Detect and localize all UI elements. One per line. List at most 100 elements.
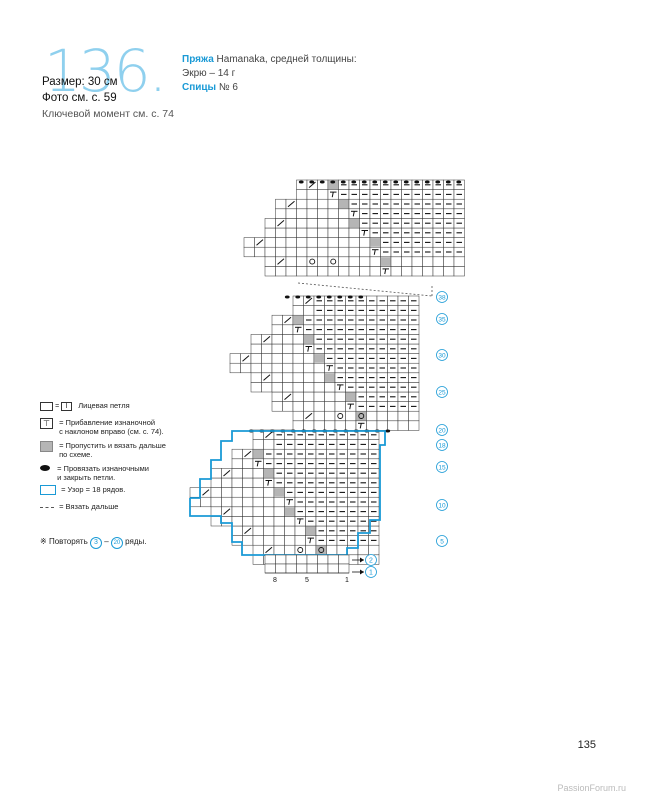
decrease-symbol (277, 220, 285, 227)
setup-cell (317, 563, 329, 574)
skip-cell (328, 180, 338, 190)
chart-cell (252, 477, 264, 488)
chart-cell (390, 266, 402, 277)
row-number: 25 (438, 390, 446, 397)
chart-cell (303, 382, 315, 393)
chart-cell (242, 487, 254, 498)
chart-cell (313, 391, 325, 402)
chart-cell (306, 189, 318, 200)
setup-cell (264, 563, 276, 574)
chart-cell (243, 246, 255, 258)
bind-off-dot (295, 295, 301, 299)
row-arrow-head (360, 569, 364, 575)
chart-cell (285, 227, 297, 238)
chart-cell (189, 487, 201, 498)
chart-cell (296, 198, 308, 210)
chart-cell (285, 246, 297, 258)
chart-cell (210, 477, 222, 488)
bind-off-dot (403, 180, 409, 184)
bind-off-dot (361, 180, 367, 184)
repeat-box-icon (40, 485, 56, 496)
chart-cell (324, 401, 336, 412)
chart-cell (327, 266, 339, 277)
bind-off-dot (337, 295, 343, 299)
chart-cell (271, 314, 283, 326)
row-number-circle (436, 461, 448, 473)
setup-cell (296, 554, 308, 565)
skip-cell (314, 354, 324, 363)
chart-cell (303, 420, 315, 431)
bind-off-dot (358, 295, 364, 299)
chart-cell (250, 372, 262, 383)
chart-cell (317, 189, 329, 200)
chart-cell (242, 516, 254, 527)
chart-cell (348, 227, 360, 238)
row-arrow-circle (365, 566, 377, 578)
chart-cell (200, 496, 212, 508)
chart-cell (366, 420, 378, 431)
increase-symbol (359, 423, 362, 429)
skip-cell (274, 488, 284, 497)
skip-icon (40, 441, 53, 452)
bind-off-dot (351, 180, 357, 184)
chart-cell (264, 246, 276, 258)
decrease-symbol (265, 431, 273, 438)
bind-off-dot (340, 180, 346, 184)
legend-continue: = Вязать дальше (40, 502, 118, 511)
chart-cell (273, 496, 285, 508)
chart-cell (250, 362, 262, 374)
chart-cell (432, 256, 444, 267)
chart-cell (282, 324, 294, 335)
chart-cell (263, 506, 275, 517)
chart-cell (303, 391, 315, 402)
chart-cell (327, 218, 339, 229)
bind-off-dot (319, 180, 325, 184)
chart-cell (210, 496, 222, 508)
skip-cell (253, 449, 263, 459)
bind-off-dot (385, 429, 391, 433)
legend-knit: = I Лицевая петля (40, 401, 130, 411)
increase-icon: ⊤ (40, 418, 53, 429)
increase-symbol (256, 461, 259, 467)
chart-cell (271, 382, 283, 393)
chart-cell (275, 246, 287, 258)
chart-cell (387, 420, 399, 431)
skip-cell (293, 315, 303, 325)
column-number: 8 (273, 577, 277, 584)
yarn-label: Пряжа (182, 54, 214, 65)
chart-cell (313, 420, 325, 431)
chart-cell (334, 391, 346, 402)
chart-cell (327, 256, 339, 267)
chart-cell (242, 458, 254, 469)
chart-cell (338, 218, 350, 229)
chart-cell (252, 506, 264, 517)
chart-cell (242, 496, 254, 508)
chart-cell (348, 237, 360, 248)
chart-cell (285, 208, 297, 219)
chart-cell (210, 506, 222, 517)
legend-bind-off: = Провязать изнаночными и закрыть петли. (40, 464, 149, 482)
chart-cell (376, 410, 388, 422)
increase-symbol (298, 518, 301, 525)
needles-value: № 6 (216, 82, 238, 93)
chart-cell (252, 516, 264, 527)
row-number: 15 (438, 465, 446, 472)
setup-cell (285, 554, 297, 565)
bind-off-dot (372, 180, 378, 184)
row-number: 30 (438, 353, 446, 360)
chart-cell (422, 266, 434, 277)
chart-cell (221, 487, 233, 498)
bind-off-dot (456, 180, 462, 184)
setup-cell (296, 563, 308, 574)
chart-cell (263, 525, 275, 536)
increase-symbol (331, 192, 334, 198)
chart-cell (285, 237, 297, 248)
chart-cell (273, 516, 285, 527)
chart-cell (231, 468, 243, 479)
chart-cell (313, 362, 325, 374)
yarn-over-symbol (309, 258, 316, 265)
setup-cell (306, 563, 318, 574)
chart-cell (271, 343, 283, 354)
chart-cell (453, 256, 465, 267)
skip-cell (381, 257, 391, 266)
